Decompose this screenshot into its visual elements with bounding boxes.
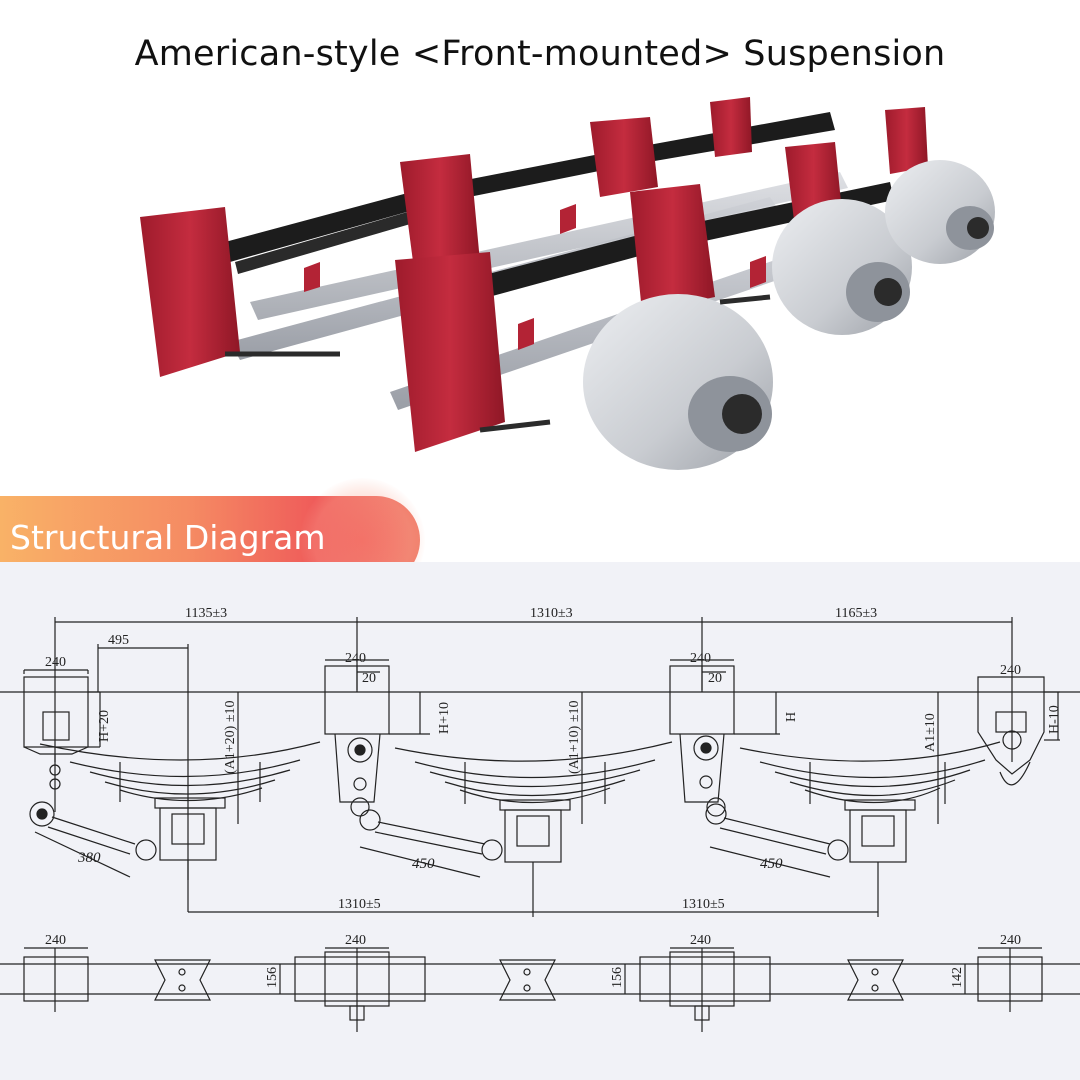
hanger-front	[23, 669, 101, 812]
hanger-mid-1	[324, 659, 430, 817]
wheel-hubs	[583, 160, 995, 470]
rod-length-1: 380	[77, 850, 101, 866]
dim-1135: 1135±3	[185, 606, 227, 621]
structural-drawing: 1135±3 1310±3 1165±3 495 240 H+20 240 20…	[0, 562, 1080, 1080]
h-mid-2: H	[784, 712, 799, 722]
s-height-1: (A1+20) ±10	[223, 700, 238, 774]
w-rear: 240	[1000, 663, 1021, 678]
hanger-brackets	[140, 97, 928, 452]
w-mid-2: 240	[690, 651, 711, 666]
h-rear: H-10	[1047, 705, 1062, 734]
torque-rod-3	[705, 803, 849, 878]
bottom-dimension-lines	[188, 882, 879, 917]
hanger-mid-2	[669, 659, 780, 817]
leaf-spring-2	[394, 741, 673, 811]
p-height-2: 156	[610, 967, 625, 988]
dim-1310-bottom-1: 1310±5	[338, 897, 381, 912]
dim-1310-bottom-2: 1310±5	[682, 897, 725, 912]
w-mid-1: 240	[345, 651, 366, 666]
hanger-rear	[977, 676, 1060, 786]
p-height-1: 156	[265, 967, 280, 988]
o-mid-2: 20	[708, 671, 722, 686]
rod-length-3: 450	[760, 856, 783, 872]
rod-length-2: 450	[412, 856, 435, 872]
p-width-4: 240	[1000, 933, 1021, 948]
spring-height-dims	[237, 692, 939, 824]
dim-495: 495	[108, 633, 129, 648]
torque-rods	[225, 294, 771, 433]
p-width-1: 240	[45, 933, 66, 948]
section-label: Structural Diagram	[10, 518, 326, 557]
dim-1165: 1165±3	[835, 606, 877, 621]
p-width-3: 240	[690, 933, 711, 948]
suspension-render	[140, 97, 995, 470]
s-height-3: A1±10	[923, 713, 938, 752]
leaf-spring-1	[39, 741, 321, 809]
h-mid-1: H+10	[437, 702, 452, 734]
w-front: 240	[45, 655, 66, 670]
p-width-2: 240	[345, 933, 366, 948]
s-height-2: (A1+10) ±10	[567, 700, 582, 774]
h-front: H+20	[97, 710, 112, 742]
plan-view	[0, 947, 1080, 1032]
axle-seats	[159, 807, 907, 882]
torque-rod-1	[29, 801, 157, 878]
p-height-3: 142	[950, 967, 965, 988]
o-mid-1: 20	[362, 671, 376, 686]
dim-1310-top: 1310±3	[530, 606, 573, 621]
page-title: American-style <Front-mounted> Suspensio…	[134, 34, 946, 74]
leaf-spring-3	[739, 741, 1001, 811]
torque-rod-2	[359, 809, 503, 878]
